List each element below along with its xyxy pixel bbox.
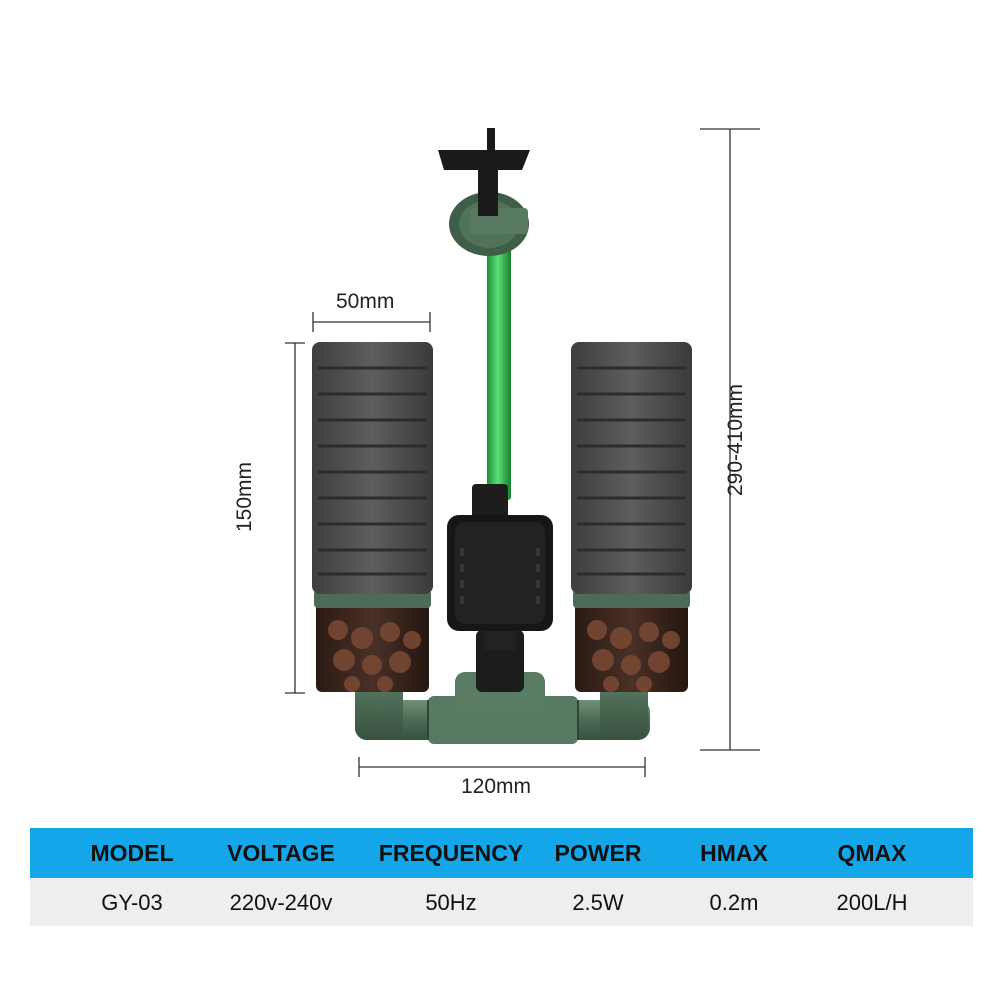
dimension-label-height: 150mm [233,461,256,533]
base-pipe [355,660,650,744]
dimension-line-width [312,312,431,332]
dimension-line-base [358,757,646,777]
suction-cup-and-outlet [438,128,530,256]
right-sponge [571,342,692,692]
air-chamber [447,515,553,631]
header-hmax: HMAX [700,840,768,866]
value-voltage: 220v-240v [229,890,333,915]
table-row: GY-03 220v-240v 50Hz 2.5W 0.2m 200L/H [30,878,973,926]
header-model: MODEL [90,840,174,866]
value-power: 2.5W [572,890,624,915]
dimension-label-total: 290-410mm [724,383,747,497]
spec-table-header: MODEL VOLTAGE FREQUENCY POWER HMAX QMAX [30,828,973,878]
dimension-line-total [700,128,760,751]
header-qmax: QMAX [837,840,907,866]
sponge-filter-image [285,128,760,777]
value-model: GY-03 [101,890,163,915]
dimension-label-base: 120mm [461,775,532,798]
left-sponge [312,342,433,692]
value-hmax: 0.2m [709,890,759,915]
value-frequency: 50Hz [425,890,477,915]
header-power: POWER [554,840,642,866]
value-qmax: 200L/H [836,890,908,915]
product-illustration: 50mm 150mm 120mm 290-410mm [233,128,760,798]
header-voltage: VOLTAGE [227,840,335,866]
spec-table: MODEL VOLTAGE FREQUENCY POWER HMAX QMAX … [30,828,973,926]
header-frequency: FREQUENCY [378,840,524,866]
lift-tube [472,210,524,692]
dimension-label-width: 50mm [336,290,395,313]
dimension-line-height [285,342,305,694]
